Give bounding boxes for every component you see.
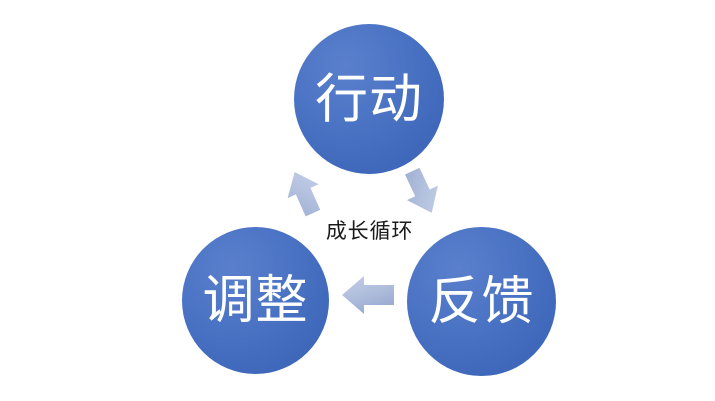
cycle-node-feedback[interactable]: 反馈 xyxy=(407,227,556,376)
arrow-left-icon xyxy=(336,270,400,320)
cycle-node-action-label: 行动 xyxy=(314,69,424,129)
cycle-node-action[interactable]: 行动 xyxy=(294,24,444,174)
cycle-center-caption-text: 成长循环 xyxy=(325,220,414,243)
cycle-node-feedback-label: 反馈 xyxy=(428,272,535,331)
cycle-center-caption: 成长循环 xyxy=(0,220,715,244)
arrow-down-right-icon xyxy=(396,166,448,218)
cycle-node-adjust-label: 调整 xyxy=(202,271,309,330)
cycle-node-adjust[interactable]: 调整 xyxy=(182,227,329,374)
arrow-up-right-icon xyxy=(280,168,328,218)
